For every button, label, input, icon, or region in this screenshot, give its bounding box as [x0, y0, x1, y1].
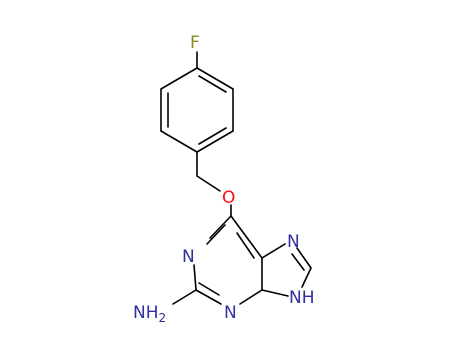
- atom-amine: NH2: [133, 303, 166, 325]
- double-bond-inner: [236, 232, 255, 259]
- double-bond-inner: [198, 282, 220, 296]
- atom-amine-subscript: 2: [159, 311, 167, 325]
- atom-n1: N: [182, 247, 195, 267]
- bond: [301, 267, 312, 288]
- bond-ch2-o: [196, 175, 221, 192]
- pyrimidine-ring: [193, 215, 263, 305]
- atom-amine-h: H: [146, 303, 159, 323]
- bond: [196, 67, 234, 90]
- atom-amine-n: N: [133, 303, 146, 323]
- bond: [193, 264, 197, 291]
- benzene-ring: [160, 67, 234, 153]
- bond: [261, 243, 286, 259]
- bond: [196, 130, 234, 153]
- bond: [195, 289, 222, 305]
- bond: [160, 67, 198, 90]
- bond-c2-nh2: [172, 289, 197, 305]
- double-bond-inner: [198, 127, 227, 145]
- atom-n3: N: [224, 303, 237, 323]
- imidazole-ring: [261, 243, 312, 297]
- double-bond-inner: [291, 253, 305, 271]
- bond: [261, 289, 289, 297]
- atom-n7: N: [287, 232, 300, 252]
- bond: [239, 289, 263, 305]
- bond: [296, 247, 312, 269]
- atom-oxygen: O: [222, 188, 235, 208]
- double-bond-inner: [198, 75, 227, 93]
- bond: [160, 130, 198, 153]
- double-bond-inner: [206, 224, 226, 245]
- bond: [209, 215, 232, 239]
- atom-fluorine: F: [190, 33, 200, 53]
- atom-n9h: NH: [289, 288, 315, 308]
- bond: [230, 215, 263, 259]
